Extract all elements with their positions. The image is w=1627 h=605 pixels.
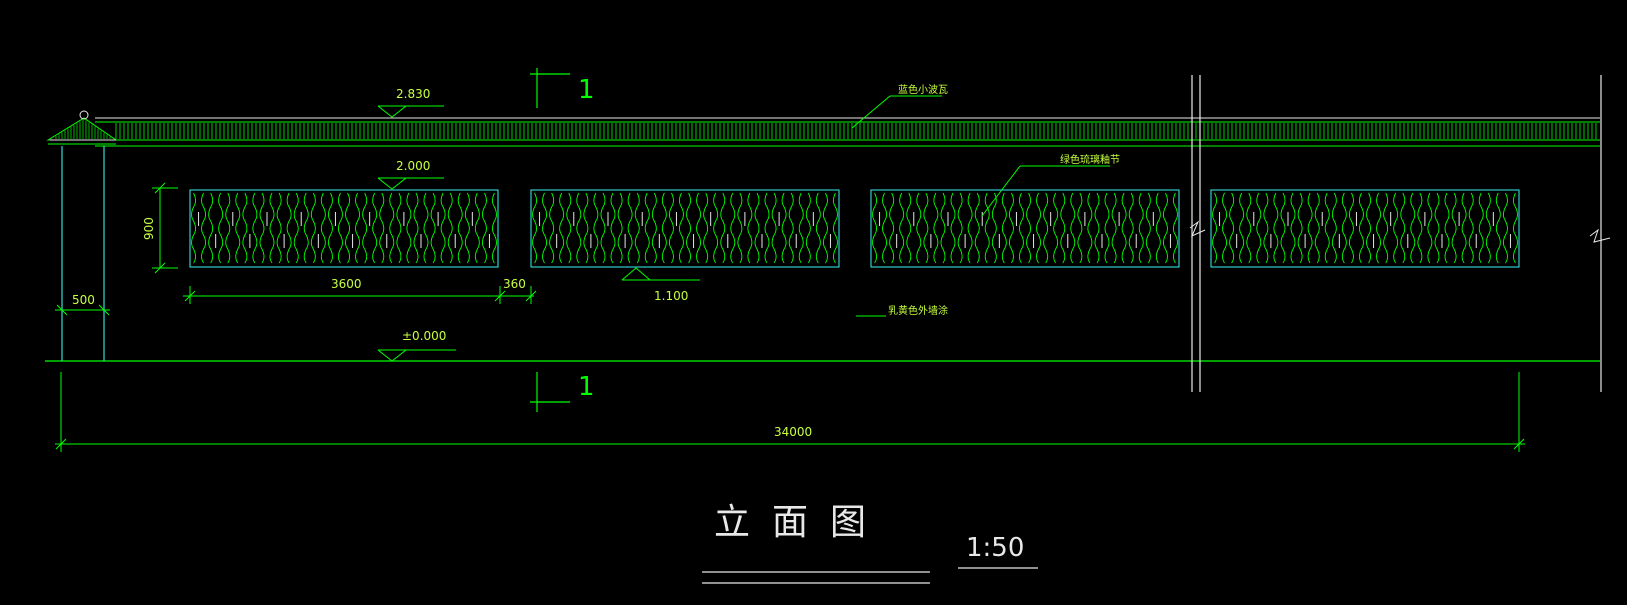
total-length-label: 34000 xyxy=(774,425,812,439)
break-line-right xyxy=(1589,75,1611,392)
dimension-post-width: 500 xyxy=(55,293,110,316)
finial-icon xyxy=(79,110,89,120)
dimension-total-length: 34000 xyxy=(55,372,1525,452)
drawing-title-block: 立面图 1:50 xyxy=(702,502,1038,584)
note-roof-tile: 蓝色小波瓦 xyxy=(851,83,948,129)
elevation-top-label: 2.830 xyxy=(396,87,430,101)
glazed-tile-note: 绿色琉璃釉节 xyxy=(1060,153,1120,166)
elevation-ground-label: ±0.000 xyxy=(402,329,446,343)
drawing-title: 立面图 xyxy=(714,502,888,543)
section-mark-bottom: 1 xyxy=(530,372,595,412)
roof-tile-note: 蓝色小波瓦 xyxy=(898,83,948,96)
window-height-label: 900 xyxy=(142,217,156,240)
elevation-window-top-label: 2.000 xyxy=(396,159,430,173)
drawing-scale: 1:50 xyxy=(966,533,1024,563)
elevation-mark-window-sill: 1.100 xyxy=(621,267,700,303)
post-width-label: 500 xyxy=(72,293,95,307)
elevation-window-sill-label: 1.100 xyxy=(654,289,688,303)
note-glazed-tile: 绿色琉璃釉节 xyxy=(981,153,1120,217)
note-wall-paint: 乳黄色外墙涂 xyxy=(856,304,948,317)
section-bottom-label: 1 xyxy=(578,372,595,402)
section-top-label: 1 xyxy=(578,75,595,105)
end-post xyxy=(46,110,118,361)
elevation-mark-top: 2.830 xyxy=(377,87,444,118)
break-line-middle xyxy=(1189,75,1206,392)
dimension-window-width: 3600 360 xyxy=(183,277,537,304)
elevation-mark-ground: ±0.000 xyxy=(377,329,456,362)
gap-width-label: 360 xyxy=(503,277,526,291)
window-panels xyxy=(189,189,1520,268)
dimension-window-height: 900 xyxy=(142,182,178,274)
roof-tile-pattern xyxy=(115,123,1597,139)
roof-band xyxy=(95,117,1600,147)
elevation-mark-window-top: 2.000 xyxy=(377,159,444,190)
window-width-label: 3600 xyxy=(331,277,362,291)
section-mark-top: 1 xyxy=(530,68,595,108)
wall-paint-note: 乳黄色外墙涂 xyxy=(888,304,948,317)
